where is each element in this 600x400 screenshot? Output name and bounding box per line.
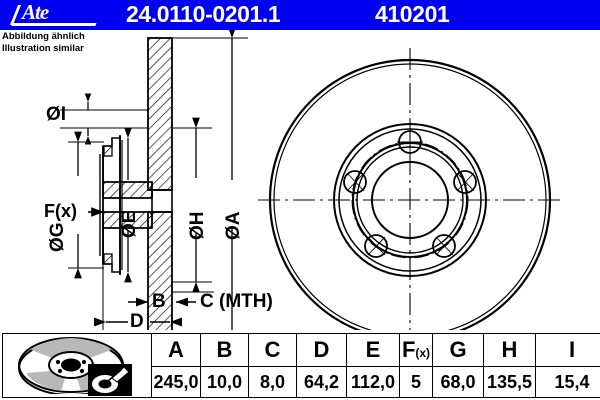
dim-label-g: ØG (47, 222, 68, 252)
logo-slash (9, 5, 21, 25)
dim-label-b: B (152, 291, 166, 312)
value-i: 15,4 (535, 366, 600, 398)
part-number: 24.0110-0201.1 (126, 1, 281, 27)
value-d: 64,2 (296, 366, 347, 398)
col-header-h: H (483, 333, 536, 367)
value-e: 112,0 (346, 366, 400, 398)
dim-label-c: C (MTH) (200, 291, 273, 312)
col-header-i: I (535, 333, 600, 367)
value-h: 135,5 (483, 366, 536, 398)
col-header-d: D (296, 333, 347, 367)
article-number: 410201 (375, 1, 450, 27)
ate-logo: Ate (9, 0, 97, 28)
fx-main: F (401, 337, 416, 362)
bolt-holes (343, 129, 477, 258)
fx-sub: (x) (415, 346, 431, 360)
value-a: 245,0 (151, 366, 201, 398)
illustration-note-de: Abbildung ähnlich (2, 31, 85, 42)
dimension-table: A B C D E F(x) G H I 245,0 10,0 8,0 64,2… (2, 333, 600, 398)
col-header-c: C (248, 333, 297, 367)
value-fx: 5 (399, 366, 433, 398)
col-header-b: B (200, 333, 249, 367)
illustration-note-en: Illustration similar (2, 42, 84, 54)
table-header-row: A B C D E F(x) G H I (2, 333, 600, 398)
col-header-g: G (432, 333, 484, 367)
table-value-row: 245,0 10,0 8,0 64,2 112,0 5 68,0 135,5 1… (3, 366, 600, 398)
dim-label-h: ØH (187, 211, 208, 241)
dim-label-d: D (130, 311, 144, 332)
value-b: 10,0 (200, 366, 249, 398)
disc-thumbnail-cell (2, 333, 152, 398)
logo-underline (11, 23, 97, 26)
technical-drawing: ØI ØG ØE ØH ØA F(x) B C (MTH) D (0, 30, 600, 332)
illustration-note: Abbildung ähnlich Illustration similar (2, 31, 122, 54)
dim-label-i: ØI (46, 104, 67, 125)
dim-label-e: ØE (119, 210, 140, 238)
dim-label-a: ØA (223, 211, 244, 241)
col-header-fx: F(x) (399, 333, 433, 367)
front-view (258, 48, 562, 330)
dimension-lines (60, 30, 248, 330)
logo-text: Ate (22, 0, 49, 24)
drawing-canvas (60, 30, 562, 330)
value-g: 68,0 (432, 366, 484, 398)
col-header-a: A (151, 333, 201, 367)
col-header-e: E (346, 333, 400, 367)
section-view (99, 37, 173, 330)
value-c: 8,0 (248, 366, 297, 398)
dim-label-fx: F(x) (44, 201, 77, 221)
header-bar: Ate 24.0110-0201.1 410201 (0, 0, 600, 30)
